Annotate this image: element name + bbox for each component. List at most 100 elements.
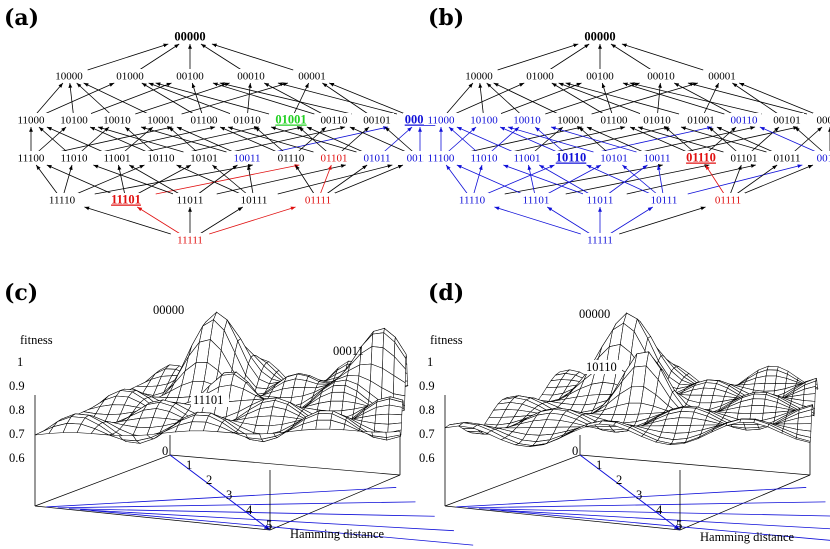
fitness-tick: 0.9 — [419, 379, 435, 393]
node-background — [510, 151, 544, 163]
mesh-cell — [676, 417, 693, 426]
lattice-edge — [219, 82, 352, 115]
lattice-edge — [739, 82, 816, 115]
lattice-edge — [123, 126, 154, 153]
genotype-node: 10110 — [147, 153, 175, 165]
panel-label-c: (c) — [4, 280, 38, 306]
node-background — [360, 113, 394, 125]
node-background — [455, 193, 489, 205]
genotype-node: 11000 — [427, 115, 455, 127]
mesh-cell — [737, 405, 753, 414]
lattice-edge — [219, 126, 278, 153]
genotype-node: 01000 — [116, 71, 144, 83]
lattice-edge — [209, 206, 296, 235]
node-background — [684, 151, 718, 163]
lattice-edge — [736, 164, 778, 195]
lattice-edge — [447, 126, 477, 153]
lattice-edge — [326, 164, 368, 195]
node-background — [173, 193, 207, 205]
node-background — [144, 151, 178, 163]
lattice-edge — [549, 43, 590, 71]
genotype-node: 00000 — [584, 30, 615, 44]
lattice-edge — [586, 126, 644, 153]
lattice-edge — [759, 126, 817, 153]
genotype-node: 00100 — [176, 71, 204, 83]
lattice-edge — [181, 82, 289, 115]
lattice-edge — [199, 206, 244, 235]
node-background — [583, 193, 617, 205]
lattice-edge — [716, 126, 774, 153]
lattice-edge — [58, 126, 173, 153]
mesh-cell — [331, 384, 346, 393]
lattice-edge — [212, 164, 248, 195]
lattice-edge — [84, 206, 171, 235]
genotype-node: 01000 — [526, 71, 554, 83]
node-background — [187, 113, 221, 125]
lattice-edge — [494, 206, 581, 235]
genotype-node: 10101 — [600, 153, 628, 165]
node-background — [462, 69, 496, 81]
genotype-node: 00001 — [708, 71, 736, 83]
fitness-axis-title: fitness — [430, 333, 463, 347]
lattice-edge — [684, 126, 799, 153]
node-background — [173, 30, 207, 42]
hamming-line — [68, 508, 435, 517]
genotype-node: 11101 — [111, 193, 141, 207]
mesh-cell — [329, 400, 344, 412]
lattice-edge — [527, 164, 536, 195]
node-background — [711, 193, 745, 205]
lattice-edge — [83, 82, 149, 115]
genotype-node: 00001 — [298, 71, 326, 83]
lattice-edge — [468, 126, 583, 153]
mesh-cell — [316, 413, 333, 421]
fitness-tick: 0.8 — [9, 403, 25, 417]
genotype-node: 01110 — [686, 151, 716, 165]
lattice-edge — [565, 82, 680, 115]
lattice-edge — [136, 164, 192, 195]
panel-label-b: (b) — [428, 5, 464, 31]
peak-label: 11101 — [193, 393, 223, 407]
lattice-edge — [478, 82, 484, 115]
lattice-edge — [247, 164, 254, 195]
lattice-edge — [117, 164, 126, 195]
lattice-edge — [329, 82, 406, 115]
node-background — [274, 113, 308, 125]
lattice-edge — [657, 164, 664, 195]
lattice-edge — [38, 126, 68, 153]
node-background — [14, 151, 48, 163]
node-background — [583, 233, 617, 245]
node-background — [52, 69, 86, 81]
lattice-edge — [499, 82, 582, 115]
mesh-cell — [678, 411, 695, 419]
lattice-edge — [610, 43, 652, 71]
genotype-node: 11000 — [17, 115, 45, 127]
genotype-node: 01001 — [687, 115, 715, 127]
genotype-node: 11001 — [103, 153, 130, 165]
node-background — [424, 113, 458, 125]
lattice-edge — [545, 82, 640, 115]
distance-tick: 3 — [226, 488, 232, 502]
genotype-node: 11111 — [587, 235, 613, 247]
genotype-node: 01011 — [773, 153, 800, 165]
node-background — [644, 69, 678, 81]
mesh-cell — [765, 369, 778, 377]
hamming-line — [501, 510, 830, 541]
node-background — [234, 69, 268, 81]
genotype-node: 10000 — [465, 71, 493, 83]
lattice-edge — [247, 82, 252, 115]
lattice-edge — [46, 164, 113, 195]
genotype-node: 00101 — [363, 115, 391, 127]
node-background — [510, 113, 544, 125]
lattice-edge — [44, 82, 115, 115]
mesh-cell — [699, 394, 714, 404]
mesh-cell — [674, 425, 691, 434]
genotype-node: 01111 — [305, 195, 331, 207]
node-background — [230, 151, 264, 163]
lattice-edge — [144, 126, 260, 153]
lattice-edge — [507, 126, 594, 153]
floor-plane — [34, 454, 401, 531]
mesh-cell — [763, 383, 776, 392]
